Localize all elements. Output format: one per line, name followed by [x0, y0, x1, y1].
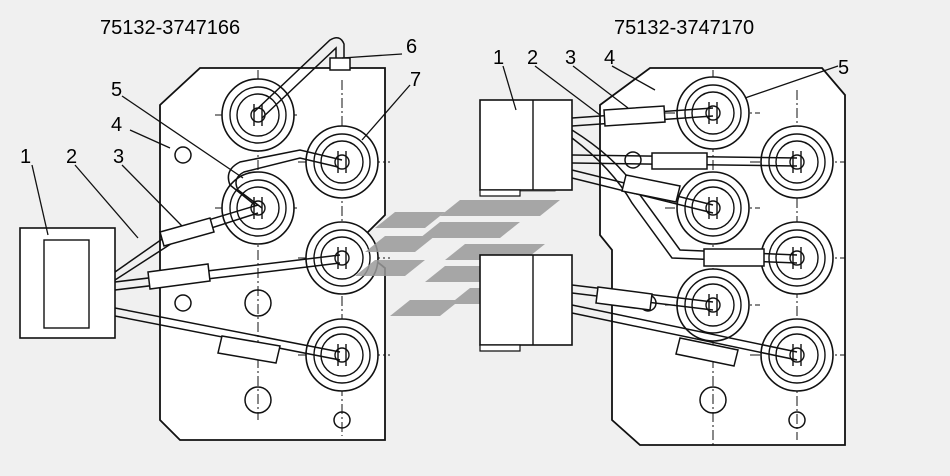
right-upper-connector	[479, 99, 573, 197]
callout-2: 2	[66, 146, 77, 168]
callout-3: 3	[565, 47, 576, 69]
left-terminal	[221, 78, 295, 152]
left-jumper-wire	[253, 37, 351, 119]
left-leader-lines	[31, 53, 411, 239]
right-terminal	[760, 221, 834, 295]
right-terminal	[760, 125, 834, 199]
callout-2: 2	[527, 47, 538, 69]
right-lower-connector	[479, 254, 573, 352]
left-bent-wire	[227, 149, 343, 209]
callout-3: 3	[113, 146, 124, 168]
callout-4: 4	[111, 114, 122, 136]
callout-6: 6	[406, 36, 417, 58]
left-wire-sleeves	[147, 217, 281, 364]
callout-1: 1	[20, 146, 31, 168]
right-leader-lines	[502, 65, 839, 116]
right-wire-sleeves	[595, 105, 765, 367]
left-connector-block	[19, 227, 116, 339]
left-diagram-title: 75132-3747166	[100, 17, 240, 39]
right-diagram: 1 2 3 4 5 75132-3747170	[479, 17, 849, 446]
left-terminal	[221, 171, 295, 245]
right-diagram-title: 75132-3747170	[614, 17, 754, 39]
right-terminal	[676, 171, 750, 245]
right-terminal	[676, 268, 750, 342]
callout-7: 7	[410, 69, 421, 91]
callout-5: 5	[838, 57, 849, 79]
right-terminal	[676, 76, 750, 150]
callout-1: 1	[493, 47, 504, 69]
left-diagram: 1 2 3 4 5 6 7 75132-3747166	[19, 17, 421, 441]
callout-4: 4	[604, 47, 615, 69]
callout-5: 5	[111, 79, 122, 101]
